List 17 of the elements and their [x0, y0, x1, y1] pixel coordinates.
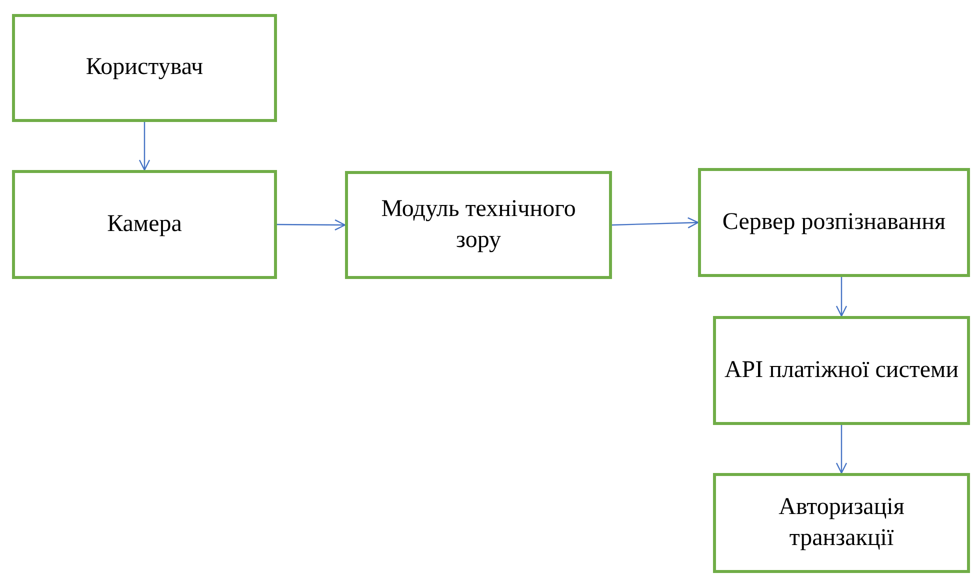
box-label: Модуль технічного зору	[380, 194, 577, 255]
process-box	[713, 316, 970, 425]
arrow	[138, 122, 150, 171]
process-box	[345, 171, 612, 279]
arrow	[836, 277, 848, 317]
box-label: Сервер розпізнавання	[721, 208, 947, 237]
box-label: API платіжної системи	[723, 356, 960, 385]
box-label: Користувач	[84, 53, 204, 82]
box-label: Камера	[106, 210, 183, 239]
arrow	[612, 217, 699, 228]
process-box	[12, 170, 277, 279]
arrow	[277, 219, 346, 231]
arrow	[836, 425, 848, 474]
process-box	[698, 168, 970, 277]
process-box	[713, 473, 970, 573]
box-label: Авторизація транзакції	[778, 492, 906, 553]
process-box	[12, 14, 277, 122]
